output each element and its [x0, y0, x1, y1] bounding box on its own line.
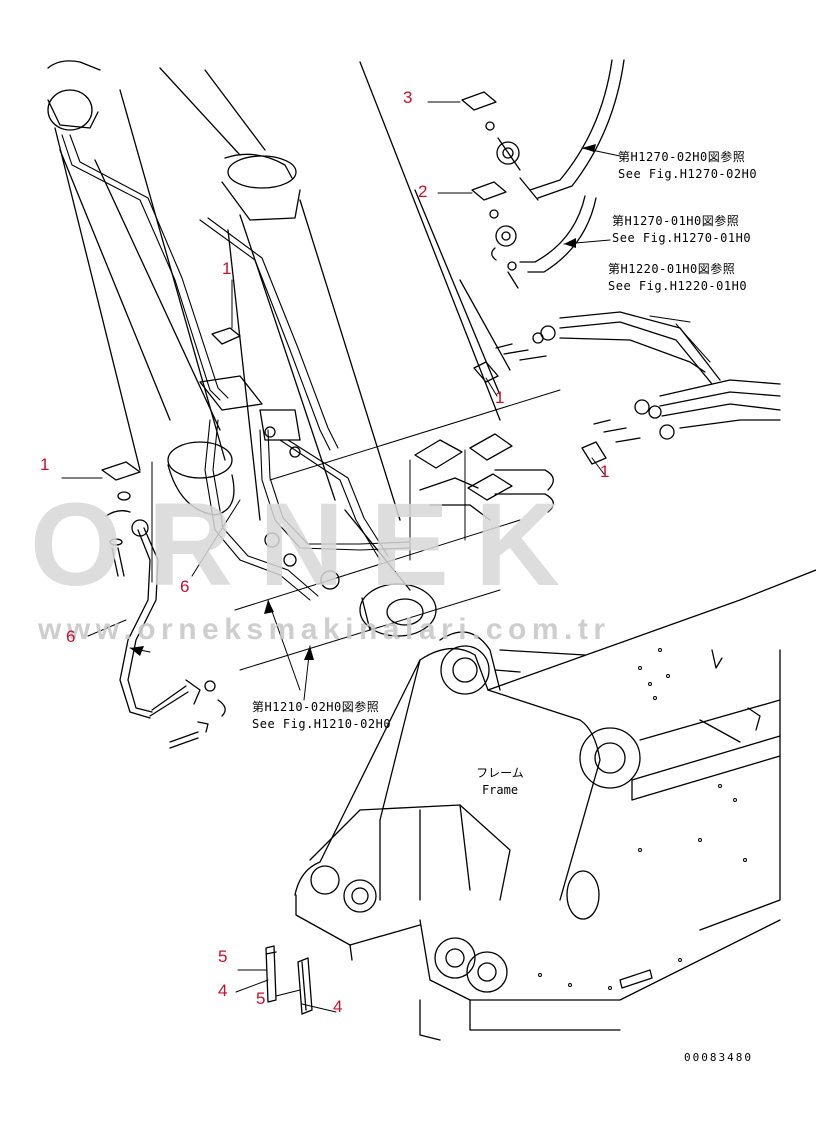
ref-h1270-01-en: See Fig.H1270-01H0: [612, 231, 752, 245]
hose-h1270-02: [496, 59, 625, 201]
boom-cylinder-right: [159, 67, 401, 521]
ref-h1270-02-jp: 第H1270-02H0図参照: [618, 150, 746, 164]
ref-h1210-02-jp: 第H1210-02H0図参照: [252, 700, 380, 714]
frame-label-jp: フレーム: [476, 766, 524, 780]
callout-1-right: 1: [600, 462, 610, 481]
callout-3: 3: [403, 88, 413, 107]
flange-1-left: [101, 327, 241, 577]
flange-3: [461, 91, 497, 131]
callout-6-center: 6: [180, 577, 190, 596]
callout-4-right: 4: [333, 997, 343, 1016]
callout-6-left: 6: [66, 627, 76, 646]
ref-h1220-01-jp: 第H1220-01H0図参照: [608, 262, 736, 276]
callout-1-top: 1: [222, 259, 232, 278]
callout-1-center: 1: [495, 388, 505, 407]
boom-base-lines: [234, 389, 561, 671]
ref-h1270-02-en: See Fig.H1270-02H0: [618, 167, 758, 181]
boom-cylinder-left: [47, 60, 235, 516]
callout-4-lower: 4: [218, 981, 228, 1000]
frame-dots: [538, 648, 747, 990]
flange-2: [471, 181, 507, 219]
hose-h1270-01: [491, 195, 597, 289]
watermark-url: www.orneksmakinalari.com.tr: [38, 613, 611, 646]
callout-5-lower: 5: [256, 989, 266, 1008]
frame-label-en: Frame: [481, 783, 519, 797]
ref-h1270-01-jp: 第H1270-01H0図参照: [612, 214, 740, 228]
callout-2: 2: [418, 182, 428, 201]
watermark-brand: ORNEK: [30, 479, 587, 611]
ref-h1210-02-en: See Fig.H1210-02H0: [252, 717, 392, 731]
callout-5-upper: 5: [218, 947, 228, 966]
main-frame: [294, 569, 816, 1041]
block-fittings: [414, 433, 554, 521]
hose-6-left: [119, 519, 226, 749]
tube-clamps-center: [199, 375, 340, 590]
arrow-heads: [130, 144, 596, 660]
callout-1-left: 1: [40, 455, 50, 474]
boom-frame-lines: [344, 61, 511, 637]
document-number: 00083480: [684, 1051, 753, 1064]
flange-1-right: [473, 361, 607, 465]
ref-h1220-01-en: See Fig.H1220-01H0: [608, 279, 748, 293]
pin-4-5-right: [297, 957, 313, 1015]
leader-lines: [61, 101, 711, 1013]
hose-h1220-01: [495, 311, 781, 443]
pin-4-5-left: [265, 945, 277, 1003]
hydraulic-tubes: [61, 134, 411, 601]
